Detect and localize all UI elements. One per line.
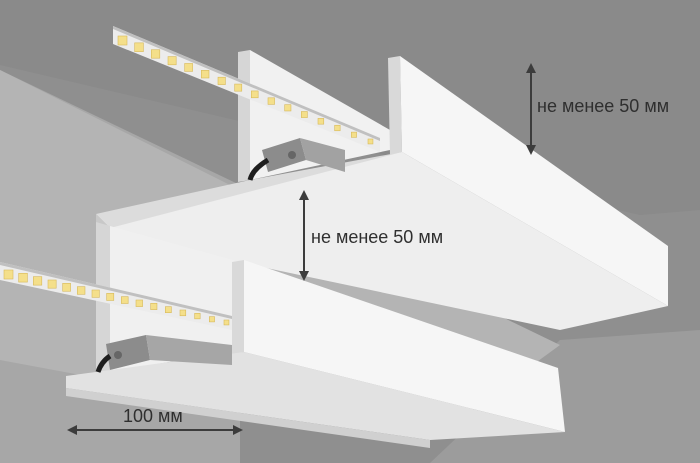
led-chip: [121, 296, 129, 304]
led-chip: [209, 316, 215, 323]
led-chip: [77, 286, 86, 295]
upper-gap-dimension: не менее 50 мм: [526, 63, 669, 155]
led-chip: [106, 293, 115, 301]
led-chip: [91, 289, 100, 298]
led-chip: [234, 83, 243, 92]
led-chip: [62, 283, 71, 292]
upper-shelf-bottom-face: [110, 152, 668, 330]
led-chip: [47, 279, 57, 289]
led-chip: [167, 56, 177, 66]
lower-shelf-bottom-face: [66, 388, 430, 448]
led-chip: [134, 42, 144, 52]
middle-gap-label: не менее 50 мм: [311, 227, 443, 247]
led-chip: [184, 63, 193, 72]
upper-shelf-back-wall: [238, 50, 250, 182]
led-chip: [3, 269, 14, 280]
led-chip: [117, 35, 128, 46]
led-chip: [317, 118, 325, 125]
led-chip: [367, 138, 374, 145]
led-chip: [165, 306, 172, 313]
upper-led-strip: [113, 26, 380, 152]
led-chip: [301, 111, 308, 118]
lower-shelf-bottom-top: [66, 352, 565, 440]
led-chip: [151, 49, 161, 59]
led-chip: [18, 273, 28, 283]
led-chip: [194, 313, 201, 320]
led-chip: [33, 276, 43, 286]
led-chip: [217, 76, 226, 85]
lower-led-driver: [95, 335, 232, 373]
lower-shelf-lip-face: [244, 260, 565, 432]
led-chip: [223, 319, 230, 326]
upper-gap-label: не менее 50 мм: [537, 96, 669, 116]
upper-shelf-lip-side: [388, 56, 402, 155]
middle-gap-dimension: не менее 50 мм: [299, 190, 443, 281]
width-label: 100 мм: [123, 406, 183, 426]
lower-led-strip: [0, 262, 232, 330]
led-chip: [135, 299, 143, 307]
width-dimension: 100 мм: [67, 406, 243, 435]
led-chip: [150, 303, 158, 310]
led-chip: [351, 131, 357, 138]
upper-led-driver: [247, 138, 345, 181]
led-chip: [267, 97, 275, 105]
lower-shelf-inner-wall: [110, 226, 240, 372]
led-chip: [251, 90, 259, 99]
upper-shelf-lip-face: [400, 56, 668, 306]
led-chip: [334, 124, 341, 132]
led-chip: [201, 70, 210, 79]
led-chip: [179, 309, 187, 317]
led-chip: [284, 104, 292, 112]
lower-shelf-lip-side: [232, 260, 244, 355]
